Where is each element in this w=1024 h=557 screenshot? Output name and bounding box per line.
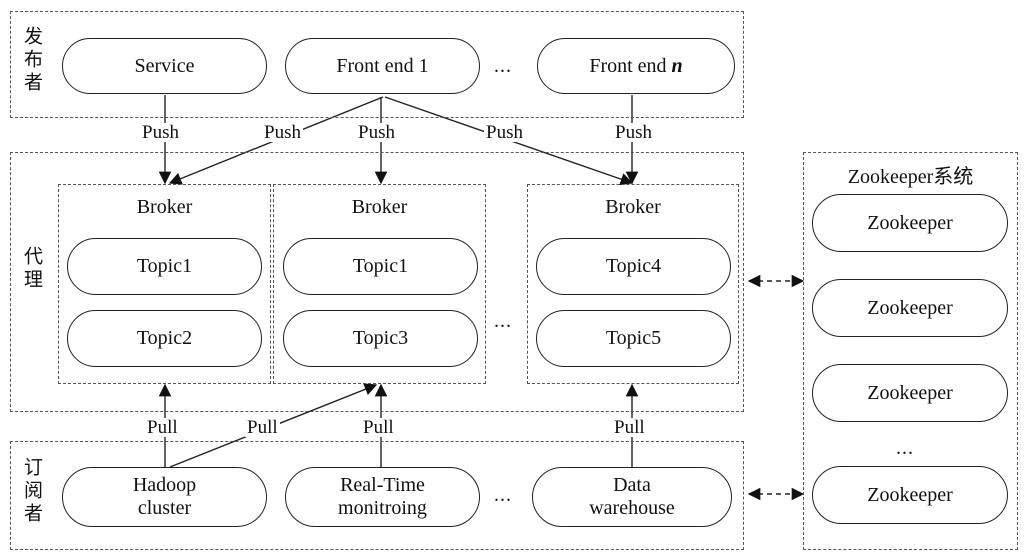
zookeeper-node-1: Zookeeper bbox=[812, 194, 1008, 252]
subscriber-ellipsis: ... bbox=[494, 484, 512, 506]
publisher-label: 发布者 bbox=[21, 26, 43, 95]
pull-label-1: Pull bbox=[145, 417, 180, 438]
subscriber-hadoop-cluster: Hadoop cluster bbox=[62, 467, 267, 527]
publisher-front-end-1: Front end 1 bbox=[285, 38, 480, 94]
push-label-4: Push bbox=[484, 122, 525, 143]
broker-1-topic-2: Topic2 bbox=[67, 310, 262, 367]
broker-2-topic-1: Topic1 bbox=[283, 238, 478, 295]
pull-label-2: Pull bbox=[245, 417, 280, 438]
subscriber-realtime-label: Real-Time monitroing bbox=[338, 474, 427, 519]
pull-label-3: Pull bbox=[361, 417, 396, 438]
subscriber-real-time-monitoring: Real-Time monitroing bbox=[285, 467, 480, 527]
publisher-ellipsis: ... bbox=[494, 55, 512, 77]
broker-label: 代理 bbox=[21, 246, 43, 292]
subscriber-hadoop-label: Hadoop cluster bbox=[132, 474, 197, 519]
broker-3 bbox=[527, 184, 739, 384]
zookeeper-zone bbox=[803, 152, 1018, 550]
broker-1-topic-1: Topic1 bbox=[67, 238, 262, 295]
publisher-front-end-n-label: Front end bbox=[589, 54, 667, 77]
publisher-service: Service bbox=[62, 38, 267, 94]
publisher-front-end-n-suffix: n bbox=[671, 54, 683, 77]
subscriber-data-warehouse: Data warehouse bbox=[532, 467, 732, 527]
broker-3-topic-1: Topic4 bbox=[536, 238, 731, 295]
broker-2-topic-2: Topic3 bbox=[283, 310, 478, 367]
push-label-3: Push bbox=[356, 122, 397, 143]
zookeeper-node-2: Zookeeper bbox=[812, 279, 1008, 337]
broker-1 bbox=[58, 184, 271, 384]
broker-2 bbox=[273, 184, 486, 384]
pull-label-4: Pull bbox=[612, 417, 647, 438]
zookeeper-ellipsis: ... bbox=[896, 437, 914, 459]
zookeeper-title: Zookeeper系统 bbox=[803, 160, 1018, 189]
zookeeper-title-text: Zookeeper系统 bbox=[847, 166, 974, 188]
push-label-5: Push bbox=[613, 122, 654, 143]
push-label-2: Push bbox=[262, 122, 303, 143]
zookeeper-node-4: Zookeeper bbox=[812, 466, 1008, 524]
subscriber-label: 订阅者 bbox=[21, 457, 43, 526]
zookeeper-node-3: Zookeeper bbox=[812, 364, 1008, 422]
publisher-zone bbox=[10, 11, 744, 118]
broker-1-title: Broker bbox=[136, 196, 193, 218]
subscriber-warehouse-label: Data warehouse bbox=[589, 474, 675, 519]
broker-3-title: Broker bbox=[605, 196, 661, 218]
push-label-1: Push bbox=[140, 122, 181, 143]
broker-3-topic-2: Topic5 bbox=[536, 310, 731, 367]
broker-ellipsis: ... bbox=[494, 310, 512, 332]
subscriber-zone bbox=[10, 441, 744, 550]
broker-zone bbox=[10, 152, 744, 412]
publisher-front-end-n: Front end n bbox=[537, 38, 735, 94]
broker-2-title: Broker bbox=[351, 196, 408, 218]
